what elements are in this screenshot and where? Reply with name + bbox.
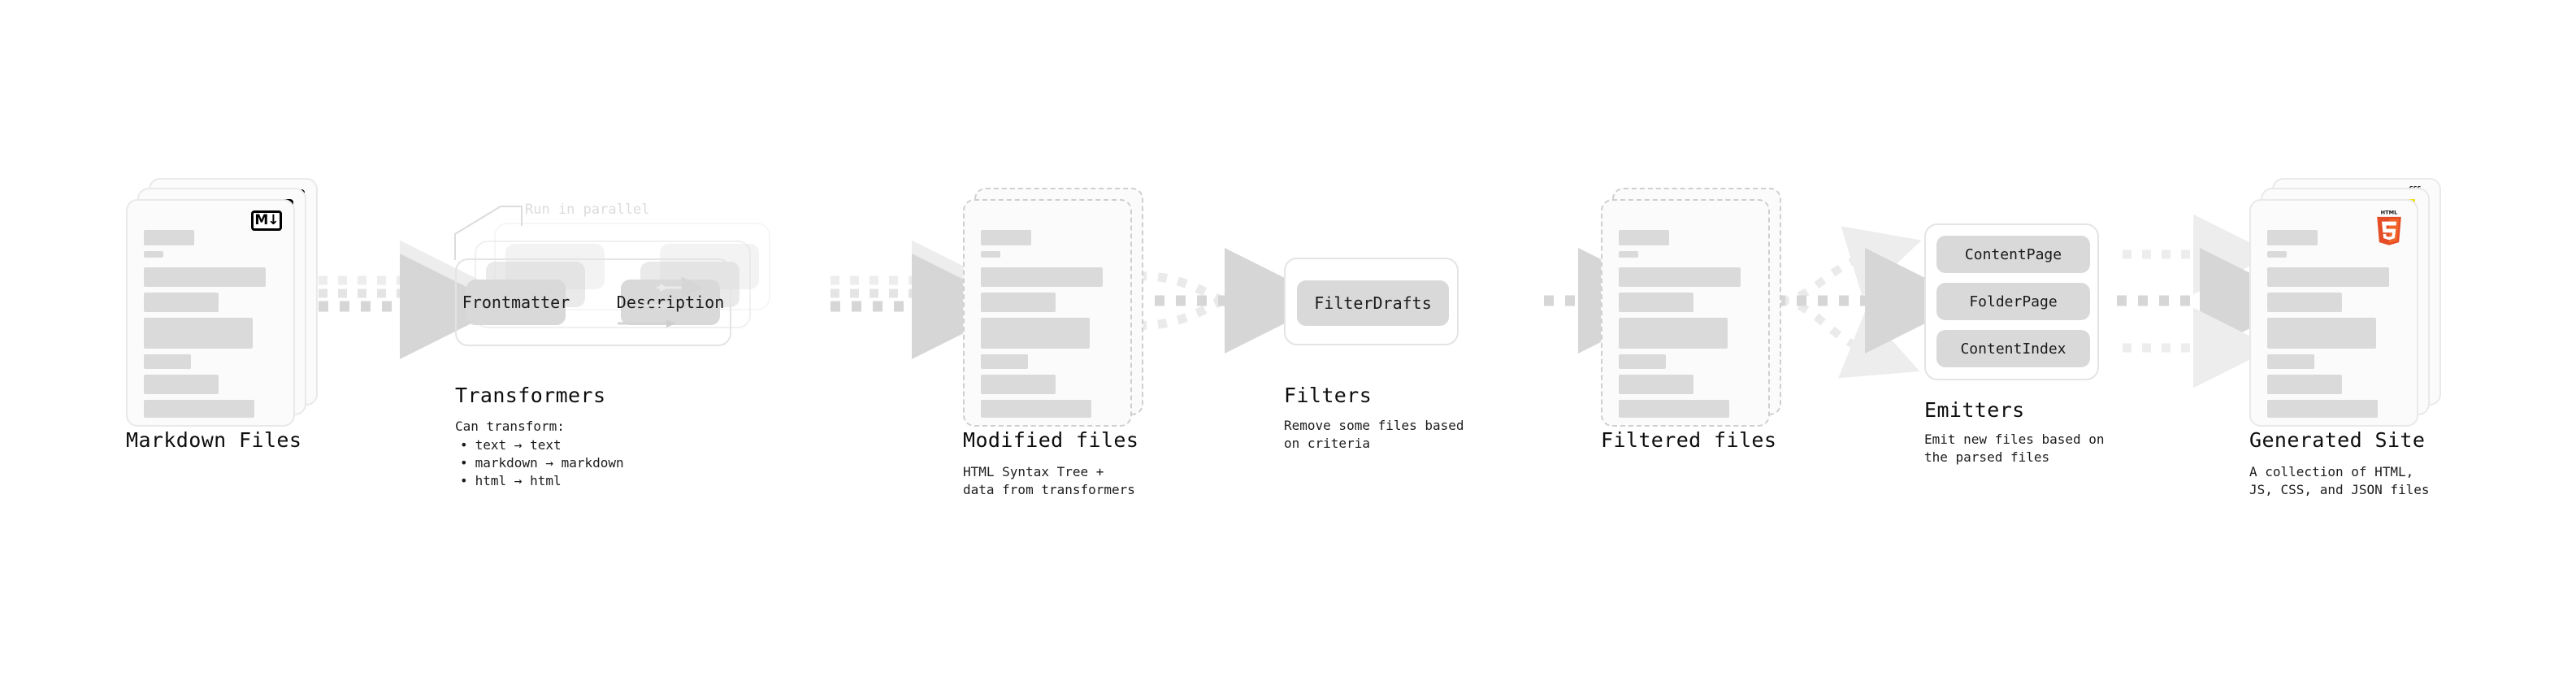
stage-desc-filters: Remove some files based on criteria: [1284, 418, 1464, 451]
transformer-chip-description[interactable]: Description: [617, 280, 724, 325]
bullets-header: Can transform:: [455, 419, 565, 434]
skeleton-bar: [2267, 400, 2378, 418]
transformers-bullets: Can transform: text → text markdown → ma…: [455, 418, 624, 490]
stage-title-transformers: Transformers: [455, 384, 606, 407]
markdown-badge: M↓: [251, 210, 282, 231]
skeleton-bar: [1619, 293, 1693, 312]
filter-chip-filterdrafts[interactable]: FilterDrafts: [1297, 280, 1449, 326]
stage-desc-modified-files: HTML Syntax Tree + data from transformer…: [963, 464, 1135, 497]
html5-badge-wrapper: HTML: [2373, 209, 2405, 249]
emitter-chip-contentindex[interactable]: ContentIndex: [1936, 330, 2090, 367]
skeleton-bar: [2267, 267, 2389, 287]
skeleton-bar: [2267, 354, 2314, 369]
skeleton-bar: [981, 318, 1090, 349]
skeleton-bar: [144, 375, 219, 394]
stage-title-modified-files: Modified files: [963, 428, 1139, 452]
skeleton-bar: [2267, 293, 2342, 312]
skeleton-bar: [981, 400, 1091, 418]
bullet-item: text → text: [455, 436, 624, 454]
skeleton-bar: [144, 354, 191, 369]
stage-title-filtered-files: Filtered files: [1601, 428, 1777, 452]
filtered-card-front[interactable]: [1601, 199, 1770, 427]
skeleton-bar: [981, 375, 1056, 394]
transformer-box-front[interactable]: Frontmatter Description: [455, 258, 731, 346]
stage-title-emitters: Emitters: [1924, 398, 2025, 422]
skeleton-bar: [1619, 230, 1669, 245]
file-skeleton: [1619, 230, 1755, 423]
skeleton-bar: [144, 400, 254, 418]
transformer-chip-frontmatter[interactable]: Frontmatter: [462, 280, 570, 325]
bullet-item: markdown → markdown: [455, 454, 624, 472]
skeleton-bar: [144, 230, 194, 245]
skeleton-bar: [981, 267, 1103, 287]
stage-filters[interactable]: FilterDrafts: [1284, 258, 1459, 345]
skeleton-bar: [144, 251, 163, 258]
stage-transformers: Frontmatter Description: [455, 223, 796, 364]
connector-transformers-to-modified: [830, 240, 1017, 359]
stage-emitters[interactable]: ContentPage FolderPage ContentIndex: [1924, 223, 2099, 380]
skeleton-bar: [1619, 318, 1728, 349]
skeleton-bar: [981, 293, 1056, 312]
stage-filtered-files: [1601, 188, 1796, 435]
skeleton-bar: [1619, 267, 1741, 287]
skeleton-bar: [1619, 354, 1666, 369]
connector-emitters-to-site: [2117, 214, 2305, 388]
skeleton-bar: [2267, 375, 2342, 394]
stage-title-filters: Filters: [1284, 384, 1373, 407]
html5-icon: HTML: [2377, 210, 2401, 245]
skeleton-bar: [2267, 230, 2318, 245]
stage-generated-site: CSS HTML: [2249, 178, 2452, 435]
stage-title-generated-site: Generated Site: [2249, 428, 2426, 452]
stage-desc-generated-site: A collection of HTML, JS, CSS, and JSON …: [2249, 464, 2430, 497]
skeleton-bar: [2267, 318, 2376, 349]
site-card-front[interactable]: HTML: [2249, 199, 2418, 427]
skeleton-bar: [1619, 251, 1638, 258]
stage-title-markdown-files: Markdown Files: [126, 428, 302, 452]
emitter-chip-contentpage[interactable]: ContentPage: [1936, 236, 2090, 273]
svg-text:HTML: HTML: [2381, 210, 2398, 216]
skeleton-bar: [1619, 400, 1729, 418]
skeleton-bar: [144, 318, 253, 349]
skeleton-bar: [981, 251, 1000, 258]
run-in-parallel-note: Run in parallel: [525, 202, 650, 218]
file-skeleton: [2267, 230, 2404, 423]
markdown-card-front[interactable]: M↓: [126, 199, 295, 427]
file-skeleton: [981, 230, 1117, 423]
skeleton-bar: [2267, 251, 2287, 258]
stage-modified-files: [963, 188, 1158, 435]
skeleton-bar: [981, 230, 1031, 245]
stage-markdown-files: M↓ M↓ M↓: [126, 178, 321, 435]
connector-markdown-to-transformers: [319, 240, 505, 359]
file-skeleton: [144, 230, 280, 423]
emitter-chip-folderpage[interactable]: FolderPage: [1936, 283, 2090, 320]
skeleton-bar: [981, 354, 1028, 369]
skeleton-bar: [1619, 375, 1693, 394]
transformer-frame: [455, 258, 731, 346]
stage-desc-emitters: Emit new files based on the parsed files: [1924, 432, 2105, 465]
bullet-item: html → html: [455, 472, 624, 490]
modified-card-front[interactable]: [963, 199, 1132, 427]
skeleton-bar: [144, 293, 219, 312]
skeleton-bar: [144, 267, 266, 287]
